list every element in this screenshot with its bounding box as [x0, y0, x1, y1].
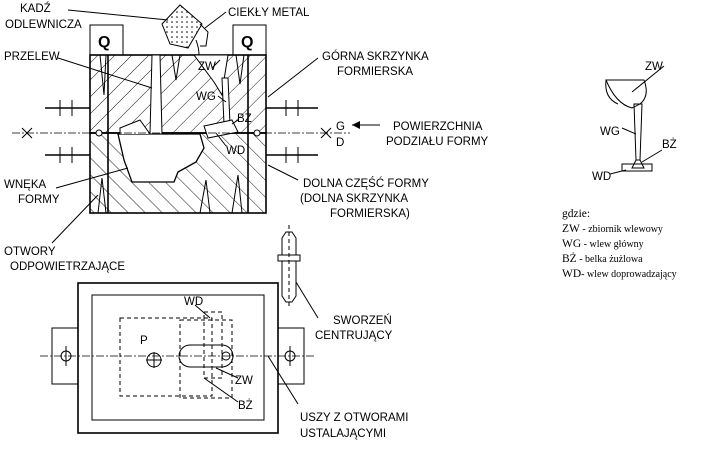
label-wg: WG [196, 91, 216, 103]
label-gorna-1: GÓRNA SKRZYNKA [322, 50, 429, 63]
legend: gdzie: ZW - zbiornik wlewowy WG - wlew g… [562, 208, 677, 280]
legend-item-1: WG - wlew główny [562, 238, 644, 250]
label-bz: BŻ [237, 112, 252, 125]
leader-lines [51, 9, 319, 405]
label-uszy-1: USZY Z OTWORAMI [300, 412, 408, 424]
label-otwory-1: OTWORY [4, 246, 56, 258]
label-ciekly: CIEKŁY METAL [228, 7, 310, 19]
label-sworzen-1: SWORZEŃ [333, 314, 392, 327]
mold-plan-view [40, 282, 314, 434]
label-right-bz: BŻ [662, 138, 677, 151]
label-dolna-2: (DOLNA SKRZYNKA [300, 193, 408, 205]
detail-runner [621, 163, 653, 172]
label-otwory-2: ODPOWIETRZAJĄCE [10, 261, 125, 273]
label-powierzchnia-1: POWIERZCHNIA [393, 121, 483, 133]
flask-inner [91, 294, 265, 421]
label-right-wd: WD [592, 171, 611, 183]
weight-right-label: Q [241, 34, 253, 51]
cavity-outline [119, 317, 213, 397]
label-uszy-2: USTALAJĄCYMI [300, 428, 386, 440]
label-wneka-1: WNĘKA [4, 179, 47, 191]
mold-cavity [117, 133, 205, 183]
legend-item-3: WD- wlew doprowadzający [562, 268, 677, 280]
label-plan-wd: WD [184, 296, 203, 308]
label-wneka-2: FORMY [18, 194, 60, 206]
label-right-zw: ZW [645, 61, 663, 73]
label-sworzen-2: CENTRUJĄCY [315, 330, 393, 342]
legend-item-2: BŻ - belka żużlowa [562, 251, 643, 265]
sprue [221, 77, 231, 125]
weight-left-label: Q [98, 34, 110, 51]
label-g: G [336, 121, 345, 133]
riser [149, 54, 163, 135]
label-przelew: PRZELEW [4, 51, 60, 63]
flask-outer [77, 282, 279, 434]
label-kadz-1: KADŹ [20, 2, 51, 15]
label-dolna-3: FORMIERSKA) [330, 208, 410, 220]
label-zw: ZW [198, 61, 216, 73]
label-dolna-1: DOLNA CZĘŚĆ FORMY [303, 177, 429, 190]
label-d: D [336, 137, 344, 149]
label-right-wg: WG [600, 126, 620, 138]
label-kadz-2: ODLEWNICZA [5, 19, 82, 31]
legend-item-0: ZW - zbiornik wlewowy [562, 223, 663, 235]
ladle [161, 4, 209, 56]
label-plan-bz: BŻ [238, 399, 253, 412]
detail-slag-trap [631, 159, 645, 169]
gating-system-detail [605, 65, 665, 175]
diagram-labels: KADŹ ODLEWNICZA CIEKŁY METAL PRZELEW GÓR… [4, 2, 677, 440]
detail-sprue [633, 103, 643, 161]
label-plan-zw: ZW [235, 375, 253, 387]
label-plan-p: P [140, 335, 148, 347]
legend-title: gdzie: [562, 208, 590, 220]
label-gorna-2: FORMIERSKA [337, 66, 413, 78]
mold-section-view: Q Q [12, 4, 380, 214]
label-wd: WD [226, 145, 245, 157]
label-powierzchnia-2: PODZIAŁU FORMY [386, 136, 489, 148]
runner [203, 119, 239, 139]
centering-pin [277, 225, 301, 308]
